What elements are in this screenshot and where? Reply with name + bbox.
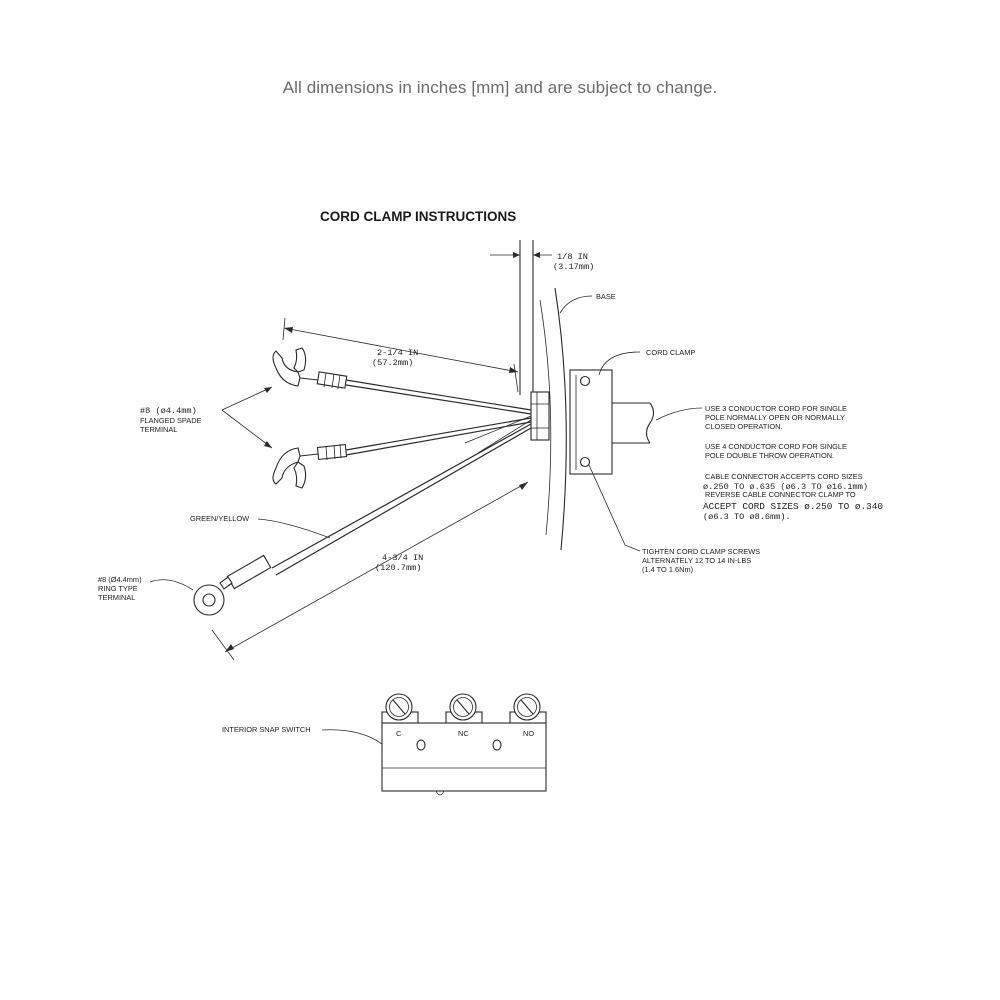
dimension-eighth-inch: 1/8 IN (3.17mm) — [490, 252, 594, 272]
note-sizes-2b: (ø6.3 TO ø8.6mm). — [703, 512, 791, 522]
wire-bundle — [345, 379, 532, 456]
note-sizes-2: ACCEPT CORD SIZES ø.250 TO ø.340 — [703, 501, 883, 512]
terminal-c-label: C — [396, 729, 402, 738]
dim-two-quarter-line2: (57.2mm) — [372, 358, 413, 368]
base-leader: BASE — [559, 292, 616, 314]
header-note: All dimensions in inches [mm] and are su… — [282, 78, 718, 97]
spade-label-line1: #8 (ø4.4mm) — [140, 406, 197, 416]
tighten-line2: ALTERNATELY 12 TO 14 IN-LBS — [642, 556, 751, 565]
spade-terminal-label-group: #8 (ø4.4mm) FLANGED SPADE TERMINAL — [140, 386, 273, 449]
note-sizes-1: ø.250 TO ø.635 (ø6.3 TO ø16.1mm) — [703, 482, 868, 492]
dim-eighth-line2: (3.17mm) — [553, 262, 594, 272]
green-yellow-label-group: GREEN/YELLOW — [190, 514, 331, 539]
note-reverse: REVERSE CABLE CONNECTOR CLAMP TO — [705, 490, 856, 499]
terminal-nc-label: NC — [458, 729, 469, 738]
ring-label-line1: #8 (Ø4.4mm) — [98, 575, 142, 584]
note-connector-accepts: CABLE CONNECTOR ACCEPTS CORD SIZES — [705, 472, 863, 481]
note-4c-line2: POLE DOUBLE THROW OPERATION. — [705, 451, 834, 460]
cord-clamp-leader: CORD CLAMP — [598, 348, 695, 376]
tighten-line1: TIGHTEN CORD CLAMP SCREWS — [642, 547, 760, 556]
terminal-no-label: NO — [523, 729, 534, 738]
diagram-title: CORD CLAMP INSTRUCTIONS — [320, 209, 516, 224]
green-yellow-label: GREEN/YELLOW — [190, 514, 249, 523]
ring-terminal-label-group: #8 (Ø4.4mm) RING TYPE TERMINAL — [98, 575, 194, 602]
spade-label-line3: TERMINAL — [140, 425, 177, 434]
ring-label-line3: TERMINAL — [98, 593, 135, 602]
cord-notes: USE 3 CONDUCTOR CORD FOR SINGLE POLE NOR… — [655, 404, 883, 522]
base-label: BASE — [596, 292, 616, 301]
screw-c — [381, 693, 419, 724]
spade-terminal-upper — [272, 347, 348, 390]
dim-four-three-quarter-line2: (120.7mm) — [375, 563, 421, 573]
note-4c-line1: USE 4 CONDUCTOR CORD FOR SINGLE — [705, 442, 847, 451]
base-panel — [519, 240, 567, 551]
spade-label-line2: FLANGED SPADE — [140, 416, 202, 425]
tighten-line3: (1.4 TO 1.6Nm) — [642, 565, 693, 574]
tighten-note: TIGHTEN CORD CLAMP SCREWS ALTERNATELY 12… — [588, 464, 760, 574]
spade-terminal-lower — [272, 443, 348, 489]
interior-snap-switch: C NC NO — [381, 693, 547, 796]
screw-nc — [445, 693, 483, 724]
ring-terminal — [193, 584, 225, 616]
snap-switch-label-group: INTERIOR SNAP SWITCH — [222, 725, 383, 745]
note-3c-line1: USE 3 CONDUCTOR CORD FOR SINGLE — [705, 404, 847, 413]
dim-two-quarter-line1: 2-1/4 IN — [377, 348, 418, 358]
dim-eighth-line1: 1/8 IN — [557, 252, 588, 262]
note-3c-line3: CLOSED OPERATION. — [705, 422, 782, 431]
screw-no — [509, 693, 547, 724]
dim-four-three-quarter-line1: 4-3/4 IN — [382, 553, 423, 563]
dimension-two-quarter-inch: 2-1/4 IN (57.2mm) — [282, 317, 519, 393]
dimension-four-three-quarter-inch: 4-3/4 IN (120.7mm) — [211, 481, 529, 661]
note-3c-line2: POLE NORMALLY OPEN OR NORMALLY — [705, 413, 845, 422]
snap-switch-label: INTERIOR SNAP SWITCH — [222, 725, 311, 734]
cord-clamp-label: CORD CLAMP — [646, 348, 695, 357]
cord-clamp-assembly — [530, 369, 655, 475]
ring-label-line2: RING TYPE — [98, 584, 138, 593]
ground-wire — [219, 423, 532, 590]
